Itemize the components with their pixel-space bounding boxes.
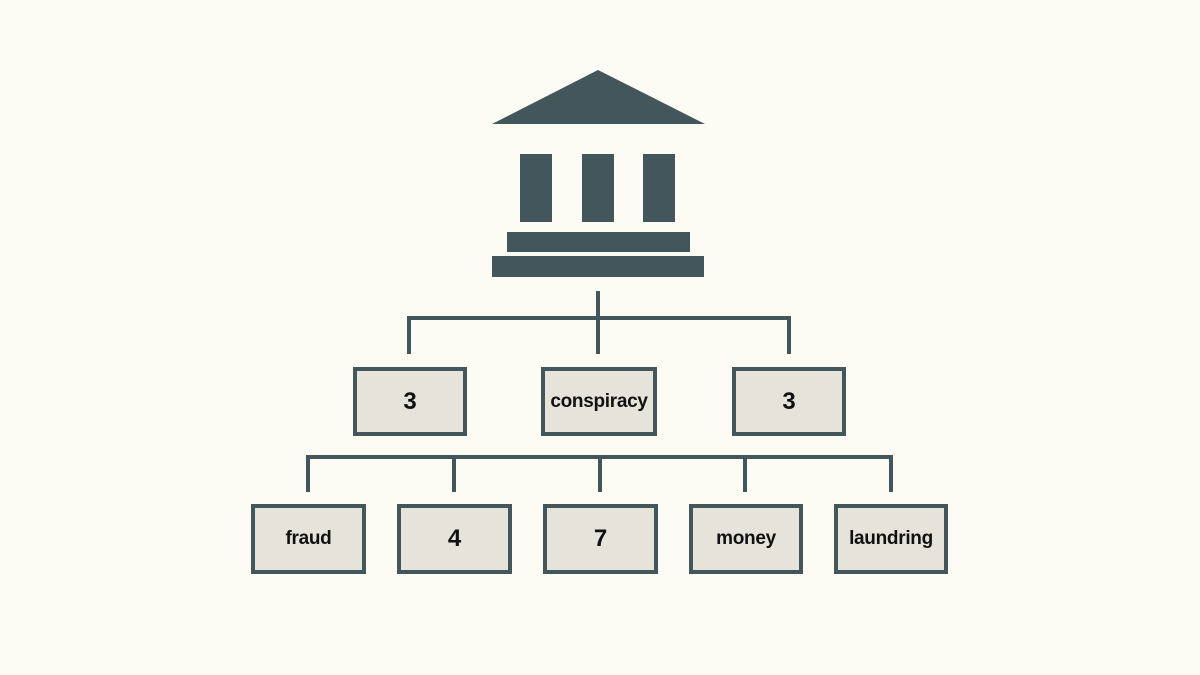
courthouse-icon xyxy=(492,70,705,277)
courthouse-step-lower xyxy=(492,256,704,277)
level2-node: 7 xyxy=(543,504,658,574)
connectors-level1 xyxy=(407,291,791,354)
courthouse-roof xyxy=(492,70,705,124)
node-label: fraud xyxy=(285,528,332,549)
node-label: money xyxy=(716,528,776,549)
level1-node: 3 xyxy=(353,367,467,436)
courthouse-column-center xyxy=(582,154,614,222)
courthouse-column-right xyxy=(643,154,675,222)
level2-node: 4 xyxy=(397,504,512,574)
level2-node: money xyxy=(689,504,803,574)
node-label: laundring xyxy=(849,528,933,549)
level1-node: conspiracy xyxy=(541,367,657,436)
level2-node: laundring xyxy=(834,504,948,574)
level1-node: 3 xyxy=(732,367,846,436)
node-label: 3 xyxy=(782,387,796,415)
node-label: conspiracy xyxy=(550,390,648,412)
level2-node: fraud xyxy=(251,504,366,574)
node-label: 7 xyxy=(593,525,608,552)
node-label: 3 xyxy=(403,387,417,415)
courthouse-step-upper xyxy=(507,232,690,252)
node-label: 4 xyxy=(447,525,462,552)
courthouse-column-left xyxy=(520,154,552,222)
connectors-level2 xyxy=(306,455,893,492)
